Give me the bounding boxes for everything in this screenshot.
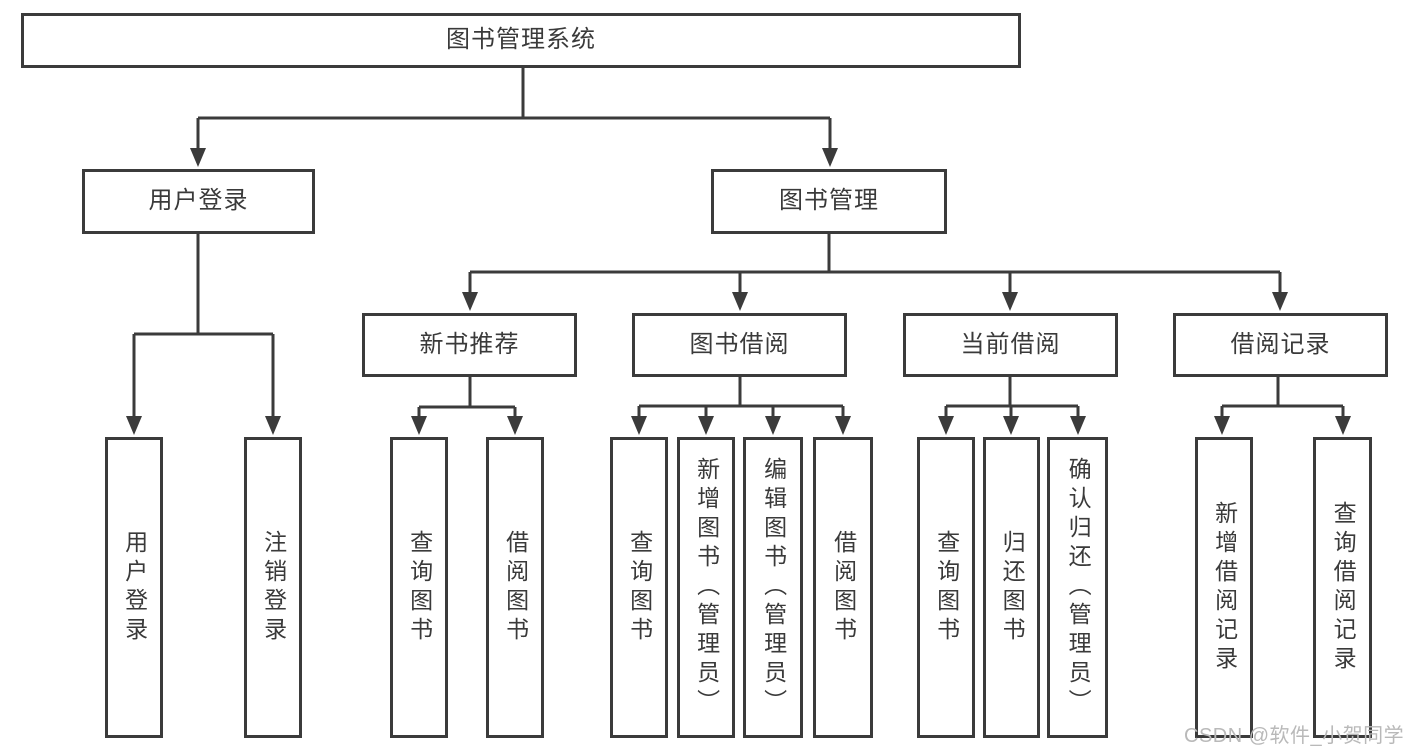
leaf-query-books-2: 查询图书 bbox=[610, 437, 668, 738]
node-book-management: 图书管理 bbox=[711, 169, 947, 234]
leaf-user-login: 用户登录 bbox=[105, 437, 163, 738]
node-current-borrow: 当前借阅 bbox=[903, 313, 1118, 377]
leaf-add-borrow-record: 新增借阅记录 bbox=[1195, 437, 1253, 738]
leaf-add-books-admin: 新增图书（管理员） bbox=[677, 437, 735, 738]
node-user-login: 用户登录 bbox=[82, 169, 315, 234]
leaf-return-books: 归还图书 bbox=[983, 437, 1040, 738]
leaf-borrow-books-1: 借阅图书 bbox=[486, 437, 544, 738]
node-new-book-recommend: 新书推荐 bbox=[362, 313, 577, 377]
leaf-query-borrow-record: 查询借阅记录 bbox=[1313, 437, 1372, 738]
leaf-logout: 注销登录 bbox=[244, 437, 302, 738]
csdn-watermark: CSDN @软件_小贺同学 bbox=[1184, 725, 1405, 747]
node-root: 图书管理系统 bbox=[21, 13, 1021, 68]
leaf-confirm-return-admin: 确认归还（管理员） bbox=[1047, 437, 1108, 738]
leaf-borrow-books-2: 借阅图书 bbox=[813, 437, 873, 738]
leaf-query-books-3: 查询图书 bbox=[917, 437, 975, 738]
leaf-edit-books-admin: 编辑图书（管理员） bbox=[743, 437, 803, 738]
leaf-query-books-1: 查询图书 bbox=[390, 437, 448, 738]
node-book-borrow: 图书借阅 bbox=[632, 313, 847, 377]
node-borrow-records: 借阅记录 bbox=[1173, 313, 1388, 377]
